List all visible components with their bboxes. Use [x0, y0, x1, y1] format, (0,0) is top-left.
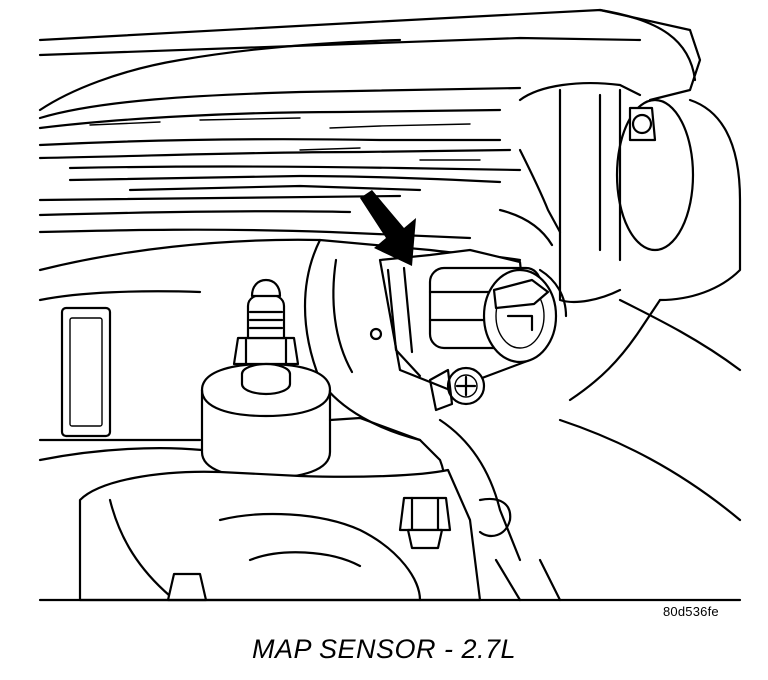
intake-manifold-runners — [38, 86, 522, 240]
sensor-connector — [428, 266, 568, 364]
strut-mount — [200, 278, 332, 480]
engine-bay-illustration — [38, 8, 742, 602]
hood-outline — [38, 8, 702, 112]
mounting-bolt — [428, 366, 486, 412]
lower-engine-components — [38, 298, 742, 602]
figure-id: 80d536fe — [663, 604, 719, 619]
arrow-down-right-icon — [360, 190, 416, 266]
figure-caption: MAP SENSOR - 2.7L — [251, 634, 517, 664]
throttle-body — [498, 82, 742, 402]
